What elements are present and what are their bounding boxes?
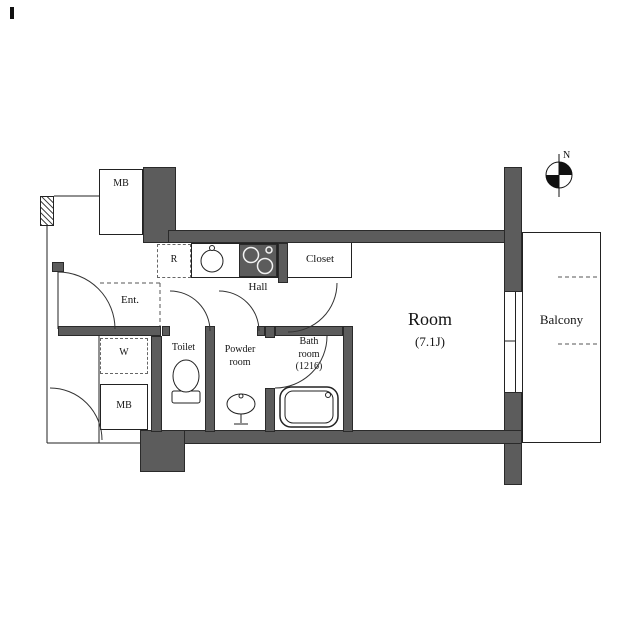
closet-box <box>288 243 352 278</box>
wall-powder-east-top <box>265 326 275 338</box>
wall-powder-east-bottom <box>265 388 275 432</box>
basin-faucet-icon <box>238 393 244 399</box>
party-wall-hatch <box>40 196 54 226</box>
toilet-bowl-icon <box>172 359 200 393</box>
wall-right-upper <box>504 167 522 292</box>
wall-bath-east <box>343 326 353 432</box>
kitchen-faucet-icon <box>209 245 215 251</box>
wall-toilet-door-stub <box>162 326 170 336</box>
stove-burner-icon <box>242 246 260 264</box>
balcony-outline <box>522 232 601 443</box>
bathtub-inner-icon <box>284 390 334 424</box>
meter-box-bottom <box>100 384 148 430</box>
washer-space <box>100 338 148 374</box>
compass-north-label: N <box>563 150 570 161</box>
wall-bath-north <box>275 326 343 336</box>
toilet-tank-icon <box>171 390 201 404</box>
wall-entry-south <box>58 326 161 336</box>
bathtub-drain-icon <box>325 392 331 398</box>
compass-sw-quadrant <box>546 175 559 188</box>
toilet-door-arc <box>169 290 211 332</box>
entry-door-arc <box>57 271 116 330</box>
wall-powder-door-stub <box>257 326 265 336</box>
bath-door-arc <box>274 335 328 389</box>
compass-ne-quadrant <box>559 162 572 175</box>
wall-washer-east <box>151 336 162 432</box>
meter-box-top <box>99 169 143 235</box>
wall-closet-west <box>278 243 288 283</box>
wall-bottom-left-block <box>140 430 185 472</box>
refrigerator-space <box>157 244 191 278</box>
balcony-window <box>504 292 516 392</box>
powder-door-arc <box>218 290 260 332</box>
registration-mark <box>10 7 14 19</box>
meter-box-door-arc <box>49 387 103 441</box>
room-door-arc <box>287 282 338 333</box>
stove-knob-icon <box>265 246 273 254</box>
compass: N <box>545 150 573 197</box>
stove-burner-icon <box>256 257 274 275</box>
kitchen-sink-icon <box>200 249 224 273</box>
